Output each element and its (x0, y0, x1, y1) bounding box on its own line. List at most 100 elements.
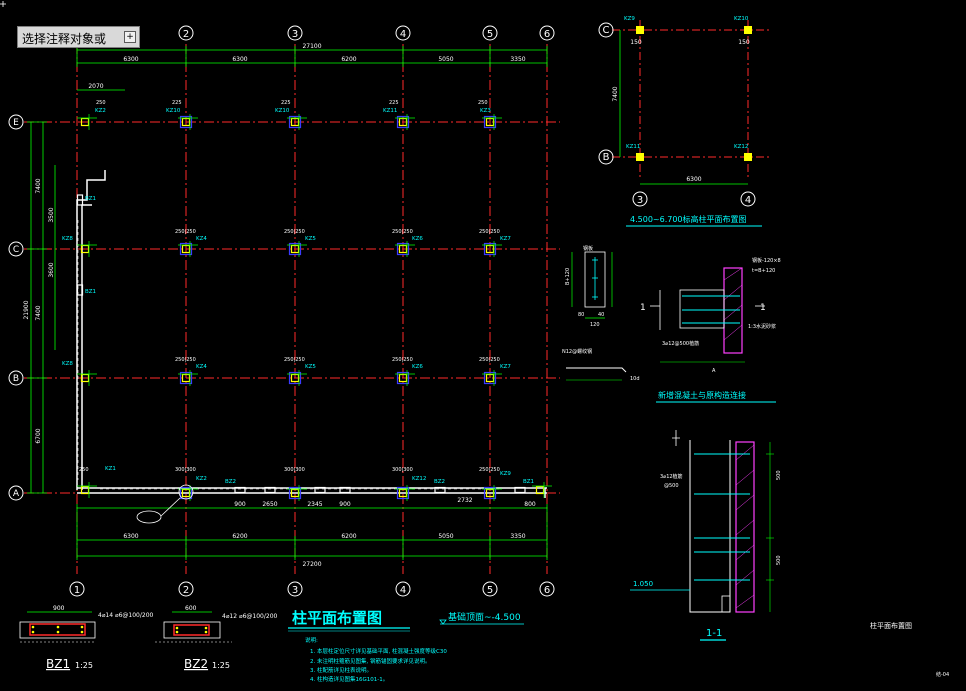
dim-wall-6: 800 (524, 501, 536, 508)
dim-bottom-span-5: 3350 (510, 533, 525, 540)
tag-kz-e4: KZ11 (383, 108, 397, 114)
dim-col-c4: 250|250 (392, 229, 413, 235)
tag-bz-3: BZ2 (225, 479, 236, 485)
column-dim-tick (287, 370, 307, 386)
small-plan-dim-2: 150 (738, 39, 750, 46)
column-dim-tick (482, 485, 502, 501)
tag-kz-b4: KZ6 (412, 364, 423, 370)
elevation-mark (439, 619, 524, 625)
tag-kz-c1: KZ8 (62, 236, 73, 242)
small-plan-dim-1: 150 (630, 39, 642, 46)
axis-bubbles-bottom (69, 581, 555, 597)
column-marker (398, 117, 408, 127)
dim-left-small-2: 3600 (48, 262, 55, 277)
plate-dim-b: 40 (598, 312, 604, 318)
small-plan-axis-3: 3 (637, 195, 643, 206)
column-dim-tick (287, 241, 307, 257)
note-4: 4. 柱构造详见图集16G101-1。 (310, 675, 388, 683)
dim-bottom-span-1: 6300 (123, 533, 138, 540)
anchor-title: 新增混凝土与原构造连接 (658, 390, 746, 400)
column-dim-tick (178, 485, 198, 501)
column-marker (485, 244, 495, 254)
column-outline (396, 371, 410, 385)
column-dim-tick (395, 485, 415, 501)
dim-top-offset: 2070 (88, 83, 103, 90)
dim-col-e4: 225 (389, 100, 399, 106)
small-plan: C B 3 4 6300 7400 150 150 KZ9 KZ10 KZ11 … (598, 16, 770, 227)
axis-bubble (287, 25, 303, 41)
column-marker (80, 244, 90, 254)
dim-col-a2: 300|300 (175, 467, 196, 473)
column-dim-tick (77, 241, 97, 257)
wall-column-marker (339, 486, 351, 494)
dim-col-a3: 300|300 (284, 467, 305, 473)
s11-dim-1: 500 (776, 470, 782, 480)
column-dim-tick (77, 482, 97, 498)
bz1-width: 900 (53, 605, 65, 612)
column-outline (396, 486, 410, 500)
column-dim-tick (77, 114, 97, 130)
note-1: 1. 本层柱定位尺寸详见基础平面, 柱混凝土强度等级C30 (310, 647, 447, 655)
tag-kz-b1: KZ8 (62, 361, 73, 367)
axis-bubble (178, 25, 194, 41)
column-marker (290, 117, 300, 127)
tag-kz-b3: KZ5 (305, 364, 316, 370)
bar-detail: N12@螺纹钢 10d (562, 348, 640, 382)
column-dim-tick (77, 370, 97, 386)
dim-wall-4: 900 (339, 501, 351, 508)
axis-bubbles-left (8, 114, 24, 501)
column-marker (485, 488, 495, 498)
section-bz1 (19, 611, 96, 643)
axis-label-left-c: C (13, 245, 19, 255)
column-marker (398, 488, 408, 498)
plate-dim-c: 120 (590, 322, 600, 328)
wall-column-marker (514, 486, 526, 494)
axis-bubble (395, 25, 411, 41)
axis-label-bottom-3: 3 (292, 585, 298, 596)
column-outline (288, 371, 302, 385)
s11-elev: 1.050 (633, 580, 653, 588)
dim-col-c2: 250|250 (175, 229, 196, 235)
annotation-prompt[interactable]: 选择注释对象或 + (17, 26, 140, 48)
column-dim-tick (287, 485, 307, 501)
column-marker (290, 373, 300, 383)
tag-kz-c5: KZ7 (500, 236, 511, 242)
dim-col-c3: 250|250 (284, 229, 305, 235)
small-plan-span-y: 7400 (612, 86, 619, 101)
dim-left-inner-2: 7400 (35, 305, 42, 320)
tag-bz-4: BZ2 (434, 479, 445, 485)
axis-bubble (395, 581, 411, 597)
tag-kz-e3: KZ10 (275, 108, 290, 114)
dim-col-e3: 225 (281, 100, 291, 106)
small-plan-tag-2: KZ10 (734, 16, 749, 22)
column-dim-tick (178, 114, 198, 130)
small-plan-tag-1: KZ9 (624, 16, 635, 22)
axis-bubble (8, 370, 24, 386)
dim-bottom-span-4: 5050 (438, 533, 453, 540)
dim-left-inner-1: 7400 (35, 178, 42, 193)
tag-kz-c3: KZ5 (305, 236, 316, 242)
plate-dim-a: 80 (578, 312, 584, 318)
expand-button[interactable]: + (124, 31, 136, 43)
column-marker (290, 244, 300, 254)
tag-kz-c4: KZ6 (412, 236, 423, 242)
dim-col-b5: 250|250 (479, 357, 500, 363)
dim-col-b3: 250|250 (284, 357, 305, 363)
dim-col-a4: 300|300 (392, 467, 413, 473)
dimension-lines (27, 46, 548, 560)
dim-top-span-4: 5050 (438, 56, 453, 63)
prompt-text: 选择注释对象或 (22, 32, 107, 46)
column-marker (485, 117, 495, 127)
dim-wall-3: 2345 (307, 501, 322, 508)
dim-wall-1: 900 (234, 501, 246, 508)
column-marker (181, 117, 191, 127)
dim-col-b2: 250|250 (175, 357, 196, 363)
s11-text-1: 3⌀12植筋 (660, 473, 683, 480)
s11-dim-2: 500 (776, 555, 782, 565)
column-outline (483, 371, 497, 385)
axis-bubble (539, 581, 555, 597)
s11-text-2: @500 (664, 483, 679, 489)
anchor-cut-a: 1 (640, 303, 646, 313)
dim-bottom-span-2: 6200 (232, 533, 247, 540)
